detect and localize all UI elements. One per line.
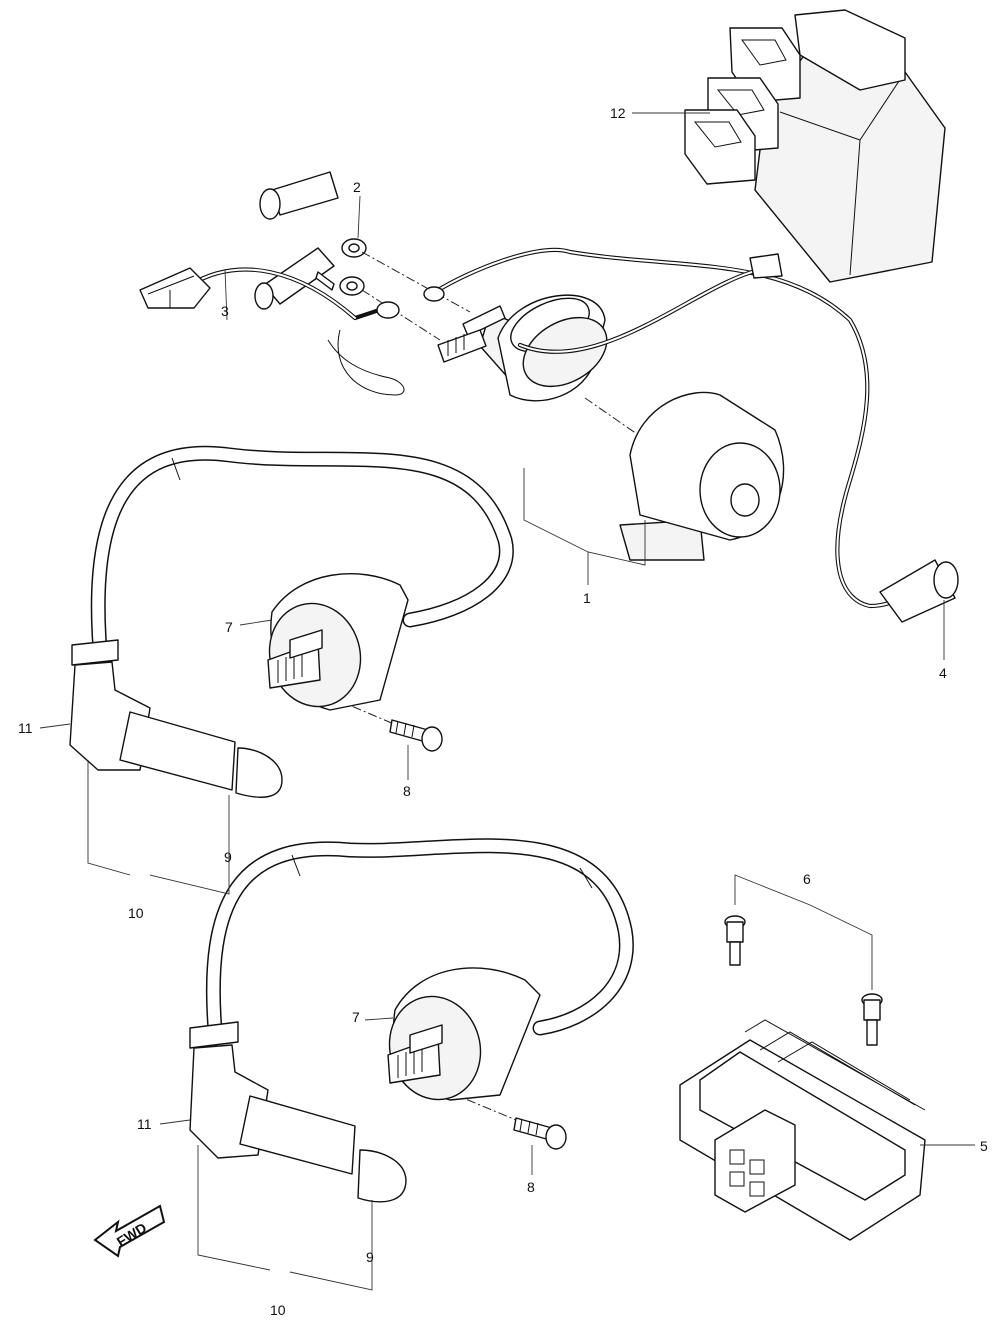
starter-relay-boot bbox=[619, 391, 785, 561]
coil-screw-upper bbox=[389, 719, 443, 752]
regulator-rectifier bbox=[679, 1019, 926, 1241]
callout-2: 2 bbox=[353, 179, 361, 195]
callout-8-lower: 8 bbox=[527, 1179, 535, 1195]
callout-11-upper: 11 bbox=[18, 720, 33, 736]
starter-relay bbox=[437, 294, 608, 402]
callout-10-upper: 10 bbox=[128, 905, 144, 921]
hv-cable-lower bbox=[205, 838, 634, 1038]
callout-12: 12 bbox=[610, 105, 626, 121]
terminal-nut-upper bbox=[341, 238, 367, 258]
hv-cable-upper bbox=[90, 445, 514, 658]
callout-8-upper: 8 bbox=[403, 783, 411, 799]
callout-5: 5 bbox=[980, 1138, 988, 1154]
coil-screw-lower bbox=[513, 1117, 567, 1150]
callout-9-lower: 9 bbox=[366, 1249, 374, 1265]
forward-direction-arrow: FWD bbox=[93, 1204, 166, 1258]
callout-4: 4 bbox=[939, 665, 947, 681]
callout-10-lower: 10 bbox=[270, 1302, 286, 1318]
hex-bolt-left bbox=[724, 915, 746, 966]
starter-relay-block bbox=[684, 9, 946, 283]
spark-plug-cap-upper bbox=[69, 639, 283, 798]
callout-1: 1 bbox=[583, 590, 591, 606]
leader-lines bbox=[39, 112, 975, 1291]
callout-11-lower: 11 bbox=[137, 1116, 152, 1132]
callout-7-lower: 7 bbox=[352, 1009, 360, 1025]
spark-plug-cap-lower bbox=[189, 1021, 407, 1203]
ignition-coil-upper bbox=[267, 573, 409, 711]
callout-9-upper: 9 bbox=[224, 849, 232, 865]
callout-3: 3 bbox=[221, 303, 229, 319]
terminal-boot-lower bbox=[254, 247, 335, 310]
callout-7-upper: 7 bbox=[225, 619, 233, 635]
terminal-nut-lower bbox=[339, 276, 365, 296]
ignition-coil-lower bbox=[387, 967, 541, 1101]
starter-cable bbox=[423, 247, 959, 623]
terminal-boot-upper bbox=[259, 171, 339, 220]
callout-6: 6 bbox=[803, 871, 811, 887]
battery-cable bbox=[139, 267, 405, 396]
hex-bolt-right bbox=[861, 993, 883, 1046]
